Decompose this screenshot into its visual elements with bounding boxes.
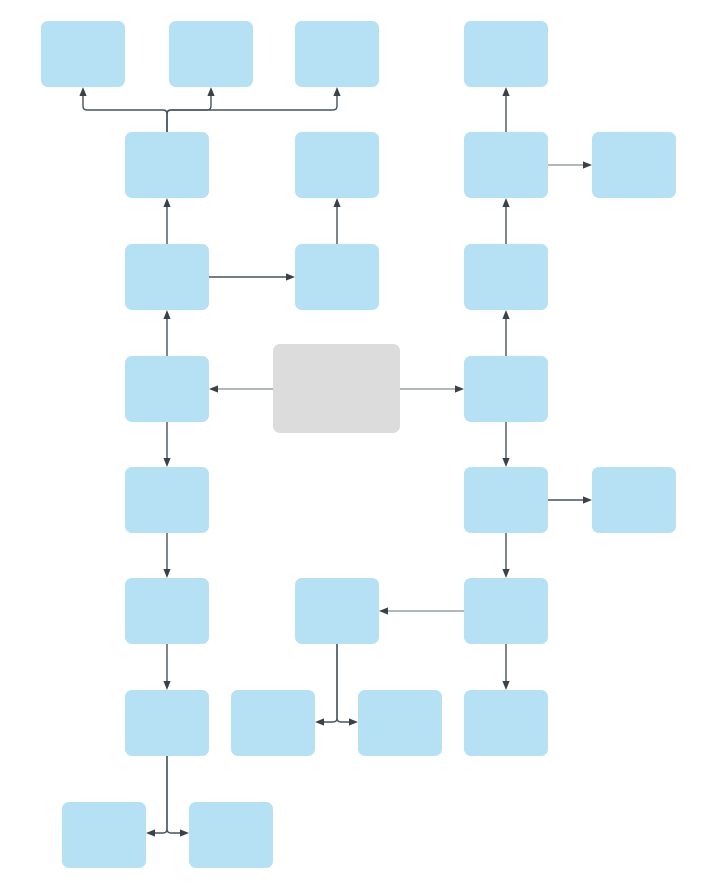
- flowchart-node-H2: [189, 802, 273, 868]
- flowchart-node-B2: [295, 132, 379, 198]
- arrowhead-B1-A1: [79, 87, 87, 96]
- arrowhead-B3-B4: [583, 161, 592, 169]
- flowchart-node-C3: [464, 244, 548, 310]
- connector-B1-A3: [166, 95, 338, 132]
- flowchart-node-G2: [231, 690, 315, 756]
- connector-B1-A2: [166, 95, 212, 132]
- arrowhead-C1-C2: [286, 273, 295, 281]
- arrowhead-GRAY-D1: [209, 385, 218, 393]
- flowchart-node-E1: [125, 467, 209, 533]
- arrowhead-F3-G4: [502, 681, 510, 690]
- node-layer: [41, 21, 676, 868]
- arrowhead-GRAY-D3: [455, 385, 464, 393]
- connector-G1-H2: [166, 756, 181, 834]
- arrowhead-D3-E3: [502, 458, 510, 467]
- flowchart-node-C2: [295, 244, 379, 310]
- arrowhead-B3-A4: [502, 87, 510, 96]
- arrowhead-F2-G3: [349, 718, 358, 726]
- flowchart-node-GRAY: [273, 344, 400, 433]
- arrowhead-C2-B2: [333, 198, 341, 207]
- arrowhead-D3-C3: [502, 310, 510, 319]
- flowchart-node-A1: [41, 21, 125, 87]
- flowchart-node-F2: [295, 578, 379, 644]
- arrowhead-F1-G1: [163, 681, 171, 690]
- arrowhead-E3-F3: [502, 569, 510, 578]
- connector-F2-G3: [336, 644, 350, 723]
- flowchart-node-B3: [464, 132, 548, 198]
- flowchart-node-B4: [592, 132, 676, 198]
- flowchart-node-A2: [169, 21, 253, 87]
- flowchart-node-A4: [464, 21, 548, 87]
- flowchart-node-B1: [125, 132, 209, 198]
- arrowhead-G1-H1: [146, 829, 155, 837]
- arrowhead-C1-B1: [163, 198, 171, 207]
- arrowhead-B1-A3: [333, 87, 341, 96]
- connector-G1-H1: [154, 756, 168, 834]
- arrowhead-B1-A2: [207, 87, 215, 96]
- flowchart-node-E4: [592, 467, 676, 533]
- connector-layer: [79, 87, 592, 837]
- flowchart-node-G4: [464, 690, 548, 756]
- arrowhead-D1-E1: [163, 458, 171, 467]
- flowchart-node-D3: [464, 356, 548, 422]
- connector-B1-A1: [82, 95, 168, 132]
- flowchart-node-G3: [358, 690, 442, 756]
- flowchart-node-F1: [125, 578, 209, 644]
- arrowhead-F3-F2: [379, 607, 388, 615]
- arrowhead-D1-C1: [163, 310, 171, 319]
- arrowhead-C3-B3: [502, 198, 510, 207]
- connector-F2-G2: [323, 644, 338, 723]
- arrowhead-F2-G2: [315, 718, 324, 726]
- flowchart-node-G1: [125, 690, 209, 756]
- arrowhead-E1-F1: [163, 569, 171, 578]
- flowchart-node-E3: [464, 467, 548, 533]
- arrowhead-E3-E4: [583, 496, 592, 504]
- arrowhead-G1-H2: [180, 829, 189, 837]
- flowchart-node-F3: [464, 578, 548, 644]
- flowchart-node-D1: [125, 356, 209, 422]
- flowchart-node-C1: [125, 244, 209, 310]
- flowchart-node-H1: [62, 802, 146, 868]
- flowchart-node-A3: [295, 21, 379, 87]
